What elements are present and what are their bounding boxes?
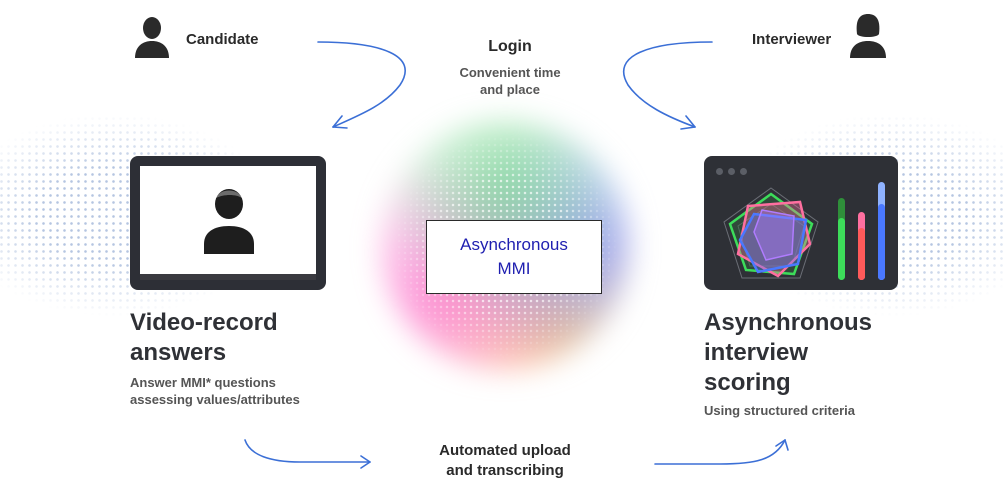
async-mmi-box: Asynchronous MMI xyxy=(426,220,602,294)
scoring-desc: Using structured criteria xyxy=(704,403,855,418)
scoring-title-line3: scoring xyxy=(704,369,791,396)
level-bar-icon xyxy=(838,198,845,280)
upload-title-line2: and transcribing xyxy=(446,462,564,479)
level-bar-icon xyxy=(858,212,865,280)
center-line1: Asynchronous xyxy=(460,235,568,254)
scoring-panel xyxy=(704,156,898,290)
arrow-icon xyxy=(332,115,348,129)
video-record-desc-line1: Answer MMI* questions xyxy=(130,375,276,390)
arrow-icon xyxy=(775,439,789,451)
radar-chart-icon xyxy=(723,187,819,279)
window-dot-icon xyxy=(716,168,723,175)
scoring-title-line2: interview xyxy=(704,339,809,366)
candidate-label: Candidate xyxy=(186,31,259,48)
center-line2: MMI xyxy=(497,259,531,278)
video-panel xyxy=(130,156,326,290)
window-dot-icon xyxy=(728,168,735,175)
person-female-icon xyxy=(850,14,886,58)
login-subtitle-line1: Convenient time xyxy=(459,65,561,80)
arrow-icon xyxy=(654,439,786,465)
video-record-title-line2: answers xyxy=(130,339,227,366)
arrow-icon xyxy=(317,41,406,128)
window-dot-icon xyxy=(740,168,747,175)
scoring-title-line1: Asynchronous xyxy=(704,309,873,336)
interviewer-label: Interviewer xyxy=(752,31,832,48)
video-screen xyxy=(140,166,316,274)
video-thumbnail-strip xyxy=(140,274,316,280)
arrow-icon xyxy=(244,439,371,463)
login-subtitle-line2: and place xyxy=(480,82,540,97)
arrow-icon xyxy=(360,455,371,469)
arrow-icon xyxy=(622,41,713,128)
person-icon xyxy=(135,17,169,58)
login-title: Login xyxy=(488,38,532,55)
level-bar-icon xyxy=(878,182,885,280)
arrow-icon xyxy=(680,115,696,130)
video-record-title-line1: Video-record xyxy=(130,309,278,336)
video-record-desc-line2: assessing values/attributes xyxy=(130,392,300,407)
upload-title-line1: Automated upload xyxy=(439,442,571,459)
person-icon xyxy=(204,189,254,254)
